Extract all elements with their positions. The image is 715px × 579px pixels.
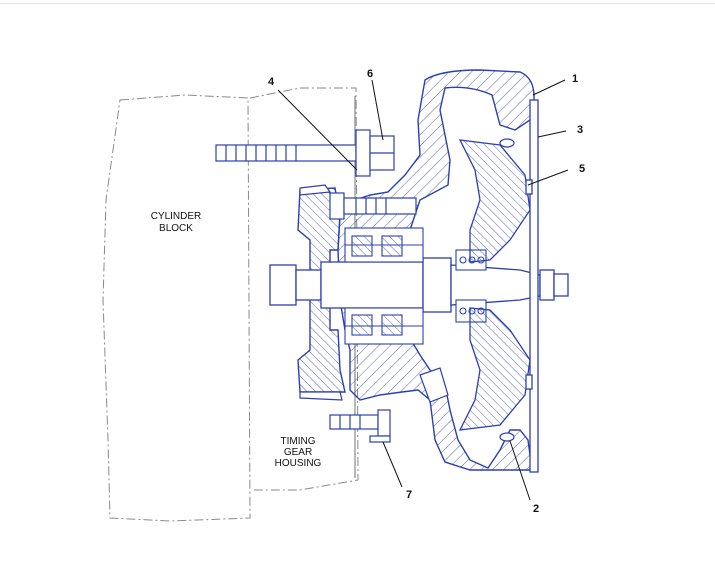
upper-nut <box>355 129 395 177</box>
o-ring-lower <box>499 432 515 442</box>
o-ring-upper <box>499 138 515 148</box>
callout-2: 2 <box>533 503 539 515</box>
timing-gear-housing-label-line1: TIMING <box>281 436 316 447</box>
flange-rim <box>299 184 343 401</box>
lower-bolt <box>329 409 391 443</box>
top-border-line <box>0 3 715 4</box>
cylinder-block-outline <box>102 94 251 522</box>
timing-gear-housing-label-line3: HOUSING <box>275 458 322 469</box>
timing-gear-housing-label-line2: GEAR <box>284 447 312 458</box>
callout-7: 7 <box>406 489 412 501</box>
upper-bearing <box>344 227 424 263</box>
impeller <box>458 139 531 431</box>
cylinder-block-label-line1: CYLINDER <box>151 211 202 222</box>
leader-lines <box>277 79 569 501</box>
cylinder-block-label-line2: BLOCK <box>159 223 193 234</box>
callout-3: 3 <box>577 124 583 136</box>
callout-4: 4 <box>268 76 275 88</box>
side-bolt <box>329 192 417 220</box>
lower-bearing <box>344 307 424 345</box>
cover-plate <box>525 99 539 473</box>
pump-housing <box>337 69 535 471</box>
callout-1: 1 <box>572 73 578 85</box>
callout-5: 5 <box>579 163 585 175</box>
pump-shaft <box>269 257 569 313</box>
drain-fitting <box>419 367 449 403</box>
callout-6: 6 <box>367 68 373 80</box>
